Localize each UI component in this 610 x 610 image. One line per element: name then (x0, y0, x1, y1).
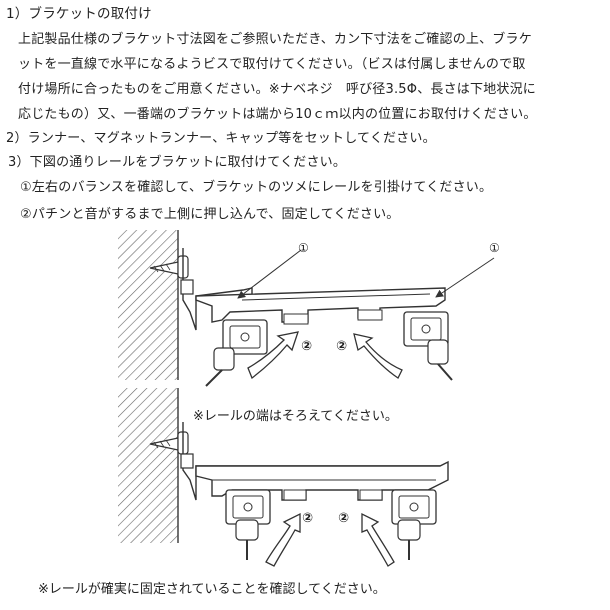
step3-substep2: ②パチンと音がするまで上側に押し込んで、固定してください。 (20, 207, 400, 222)
callout-2-right: ② (338, 511, 349, 526)
callout-1-right: ① (489, 241, 500, 255)
push-arrow-right-icon (353, 333, 403, 379)
diagram-bottom: ② ② (118, 388, 449, 567)
step1-title: 1）ブラケットの取付け (6, 6, 152, 22)
step3-substep1: ①左右のバランスを確認して、ブラケットのツメにレールを引掛けてください。 (20, 180, 493, 195)
runner-left-bottom (225, 489, 271, 560)
step1-text-line2: ットを一直線で水平になるようビスで取付けてください。（ビスは付属しませんので取 (18, 57, 526, 72)
callout-2-left: ② (302, 511, 313, 526)
step1-text-line3: 付け場所に合ったものをご用意ください。※ナベネジ 呼び径3.5Φ、長さは下地状況… (18, 82, 536, 97)
callout-2-right: ② (336, 339, 347, 354)
wall-hatch (118, 388, 178, 543)
step1-text-line4: 応じたもの）又、一番端のブラケットは端から10ｃｍ以内の位置にお取付けください。 (18, 107, 537, 122)
diagram-top: ① ① ② ② (118, 230, 500, 387)
runner-right-bottom (391, 489, 437, 560)
push-arrow-left-icon (247, 331, 299, 380)
step1-text-line1: 上記製品仕様のブラケット寸法図をご参照いただき、カン下寸法をご確認の上、ブラケ (18, 32, 532, 47)
runner-right-top (403, 311, 453, 381)
push-arrow-right-icon (361, 512, 395, 567)
step3-text: 3）下図の通りレールをブラケットに取付けてください。 (8, 155, 347, 170)
wall-hatch (118, 230, 178, 380)
note-rail-ends: ※レールの端はそろえてください。 (193, 409, 398, 424)
push-arrow-left-icon (265, 512, 301, 567)
callout-1-left: ① (298, 241, 309, 255)
note-secure-rail: ※レールが確実に固定されていることを確認してください。 (38, 582, 386, 597)
runner-left-top (205, 319, 268, 387)
callout-2-left: ② (301, 339, 312, 354)
step2-text: 2）ランナー、マグネットランナー、キャップ等をセットしてください。 (6, 131, 436, 146)
